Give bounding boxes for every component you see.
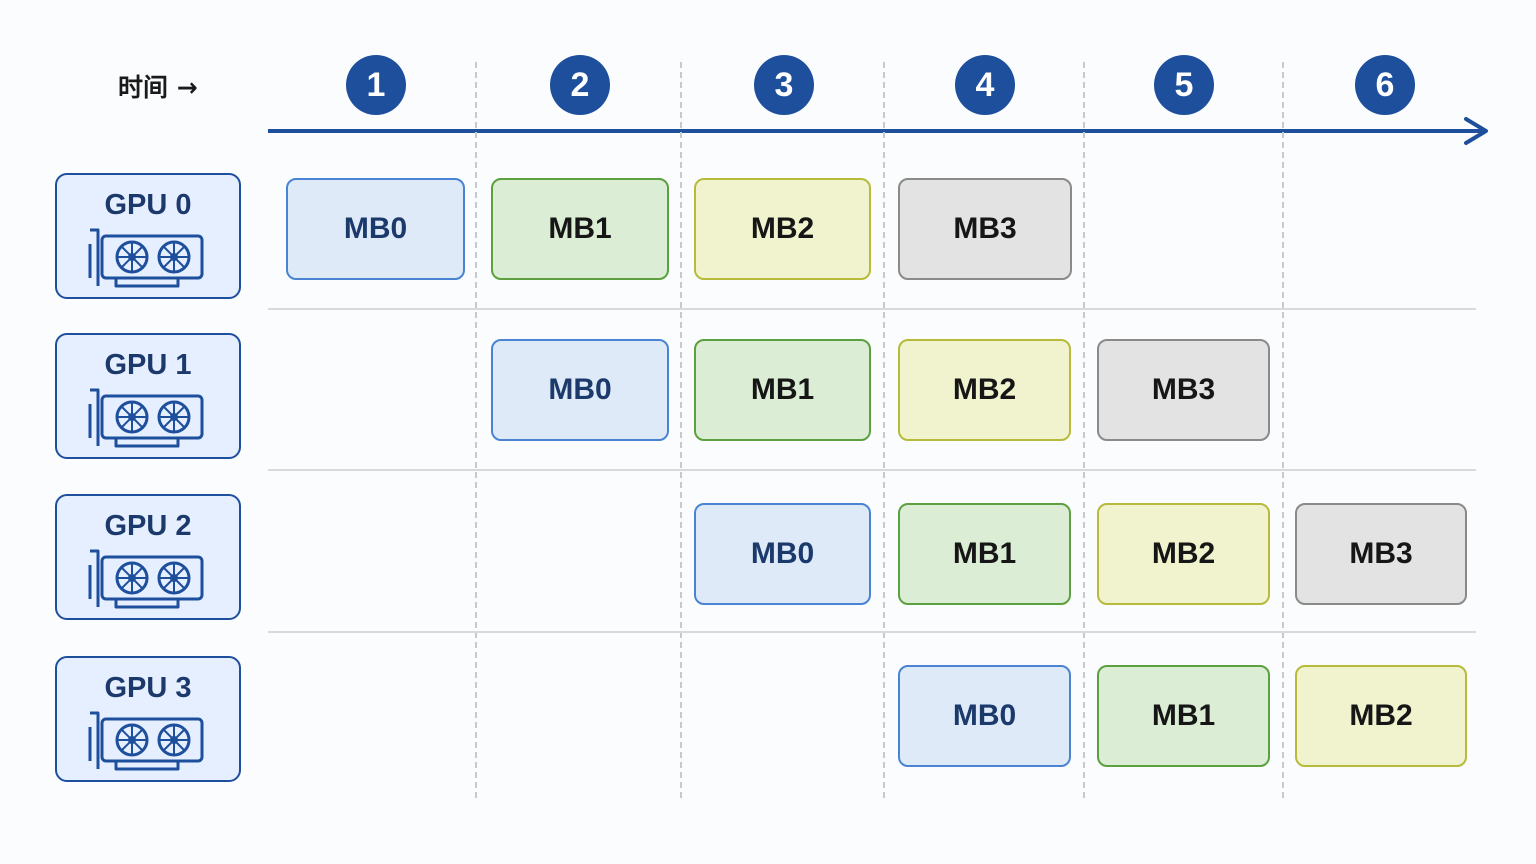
microbatch-block: MB1 xyxy=(694,339,871,441)
row-divider xyxy=(268,631,1476,633)
time-step-1: 1 xyxy=(346,55,406,115)
column-divider xyxy=(1282,62,1284,798)
microbatch-block: MB2 xyxy=(898,339,1071,441)
column-divider xyxy=(680,62,682,798)
microbatch-block: MB1 xyxy=(898,503,1071,605)
gpu-label: GPU 0 xyxy=(104,189,192,221)
microbatch-block: MB3 xyxy=(1295,503,1467,605)
gpu-label: GPU 1 xyxy=(104,349,192,381)
microbatch-block: MB1 xyxy=(1097,665,1270,767)
gpu-card-1: GPU 1 xyxy=(55,333,241,459)
time-step-6: 6 xyxy=(1355,55,1415,115)
microbatch-block: MB0 xyxy=(286,178,465,280)
microbatch-block: MB1 xyxy=(491,178,669,280)
timeline-arrow-icon xyxy=(268,117,1488,145)
microbatch-block: MB0 xyxy=(898,665,1071,767)
gpu-label: GPU 2 xyxy=(104,510,192,542)
microbatch-block: MB2 xyxy=(694,178,871,280)
gpu-label: GPU 3 xyxy=(104,672,192,704)
graphics-card-icon xyxy=(88,388,204,448)
microbatch-block: MB3 xyxy=(1097,339,1270,441)
gpu-card-0: GPU 0 xyxy=(55,173,241,299)
time-step-3: 3 xyxy=(754,55,814,115)
time-step-4: 4 xyxy=(955,55,1015,115)
microbatch-block: MB3 xyxy=(898,178,1072,280)
graphics-card-icon xyxy=(88,711,204,771)
graphics-card-icon xyxy=(88,228,204,288)
microbatch-block: MB0 xyxy=(694,503,871,605)
graphics-card-icon xyxy=(88,549,204,609)
time-axis-label: 时间 → xyxy=(118,73,198,102)
row-divider xyxy=(268,469,1476,471)
gpu-card-2: GPU 2 xyxy=(55,494,241,620)
microbatch-block: MB2 xyxy=(1097,503,1270,605)
column-divider xyxy=(883,62,885,798)
gpu-card-3: GPU 3 xyxy=(55,656,241,782)
row-divider xyxy=(268,308,1476,310)
column-divider xyxy=(1083,62,1085,798)
time-step-5: 5 xyxy=(1154,55,1214,115)
microbatch-block: MB0 xyxy=(491,339,669,441)
time-step-2: 2 xyxy=(550,55,610,115)
microbatch-block: MB2 xyxy=(1295,665,1467,767)
column-divider xyxy=(475,62,477,798)
